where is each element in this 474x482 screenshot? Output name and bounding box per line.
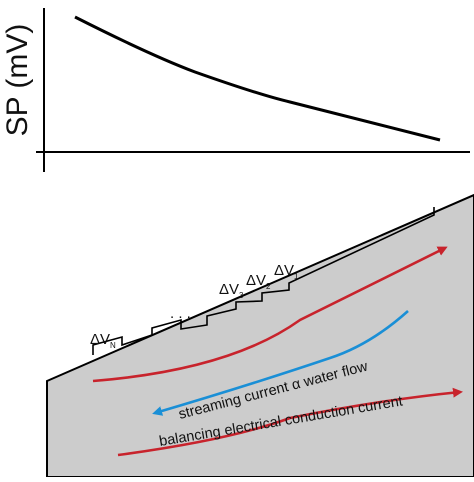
balancing-current-arrow bbox=[117, 387, 463, 457]
slope-section: ΔVN . . . ΔV3 ΔV2 ΔV1 streaming current … bbox=[46, 193, 474, 478]
electrode-label-n: ΔVN bbox=[90, 331, 116, 350]
upper-conduction-current-arrow bbox=[92, 246, 448, 383]
electrode-label-1: ΔV1 bbox=[274, 262, 299, 281]
electrode-label-2: ΔV2 bbox=[246, 272, 271, 291]
hillslope-body bbox=[46, 193, 474, 478]
electrode-label-3: ΔV3 bbox=[219, 281, 244, 300]
sp-plot: SP (mV) bbox=[1, 8, 470, 172]
streaming-current-arrow bbox=[152, 310, 409, 416]
sp-axis-label: SP (mV) bbox=[1, 24, 34, 137]
electrode-ellipsis: . . . bbox=[170, 305, 191, 322]
electrode-array bbox=[92, 207, 435, 355]
sp-curve bbox=[74, 15, 441, 142]
